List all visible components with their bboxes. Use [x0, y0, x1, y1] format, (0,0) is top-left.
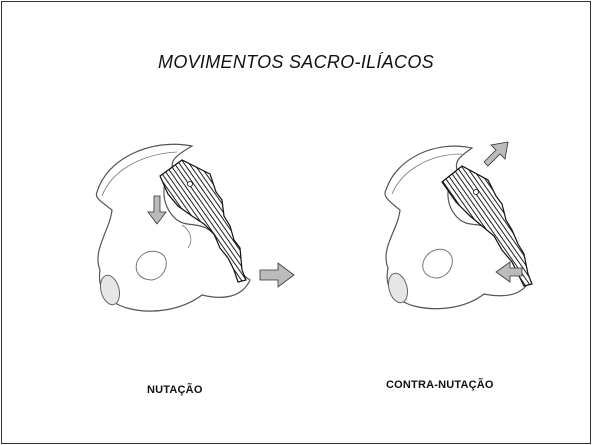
arrow-right-icon	[259, 262, 295, 288]
sacrum-shape	[159, 159, 247, 283]
arrow-down-icon	[147, 195, 167, 225]
counter-nutation-illustration	[384, 141, 533, 310]
arrow-up-right-icon	[483, 141, 509, 167]
slide-title: MOVIMENTOS SACRO-ILÍACOS	[158, 52, 434, 72]
iliac-bone-outline	[95, 143, 251, 312]
nutation-illustration	[95, 143, 295, 312]
sacrum-shape	[441, 165, 533, 287]
arrow-left-icon	[495, 261, 523, 283]
caption-nutation: NUTAÇÃO	[147, 384, 203, 396]
caption-counter-nutation: CONTRA-NUTAÇÃO	[386, 379, 494, 391]
